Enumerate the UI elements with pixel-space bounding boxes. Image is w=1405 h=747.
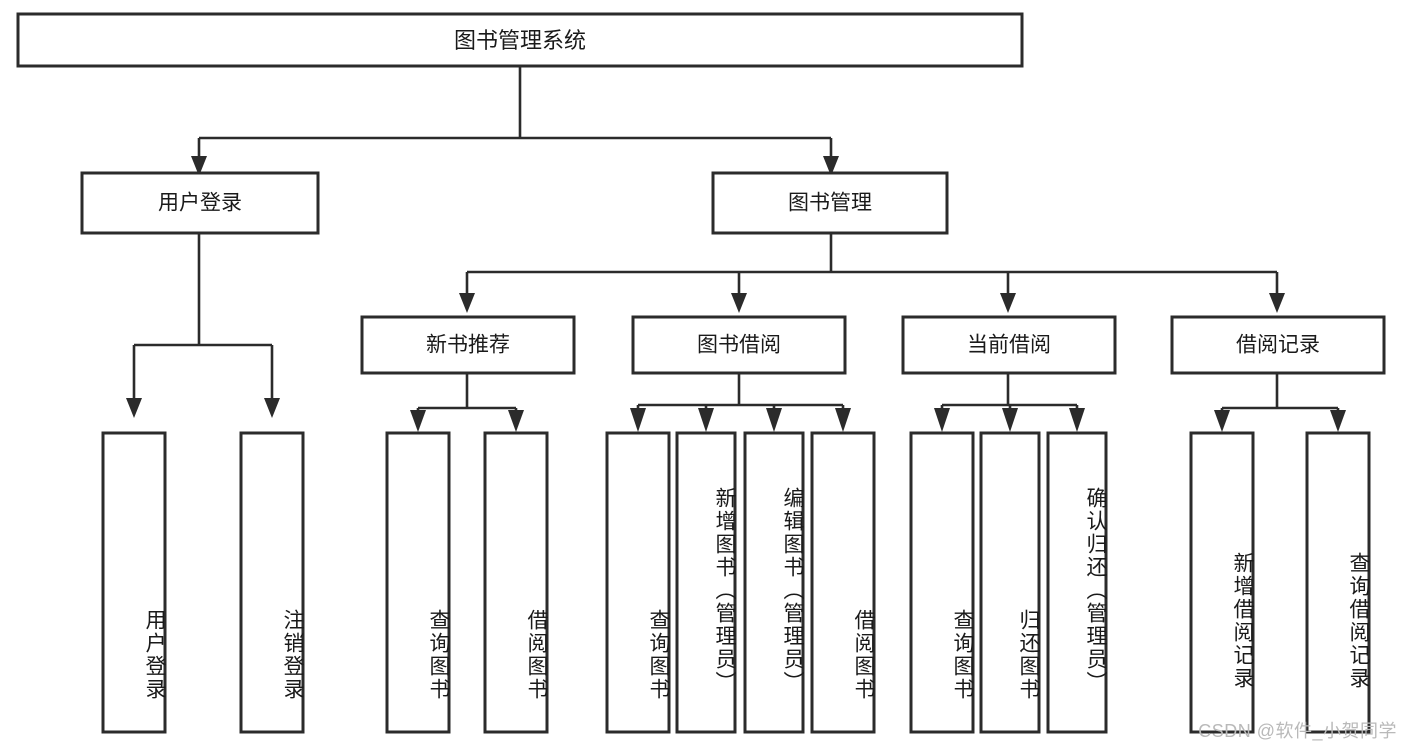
node-root[interactable]: 图书管理系统 bbox=[16, 12, 1024, 68]
arrow-root-to-user-login bbox=[191, 156, 207, 176]
leaf-return-book-rect[interactable] bbox=[979, 431, 1041, 734]
arrow-nbr-l1 bbox=[410, 410, 426, 432]
arrow-bm-c1 bbox=[459, 293, 475, 313]
leaf-query-book-3-rect[interactable] bbox=[909, 431, 975, 734]
arrow-bb-l1 bbox=[630, 408, 646, 432]
node-borrow-record-rect[interactable] bbox=[1170, 315, 1386, 375]
leaf-query-record-rect[interactable] bbox=[1305, 431, 1371, 734]
arrow-cb-l3 bbox=[1069, 408, 1085, 432]
leaf-query-book-1-rect[interactable] bbox=[385, 431, 451, 734]
node-borrow-record-label: 借阅记录 bbox=[1236, 334, 1320, 357]
leaf-add-book-rect[interactable] bbox=[675, 431, 737, 734]
connector-group-root bbox=[191, 66, 839, 176]
connector-group-current-borrow bbox=[934, 373, 1085, 432]
node-user-login-label: 用户登录 bbox=[158, 192, 242, 215]
connector-group-new-book-rec bbox=[410, 373, 524, 432]
node-book-manage-rect[interactable] bbox=[711, 171, 949, 235]
leaf-logout-login-rect[interactable] bbox=[239, 431, 305, 734]
arrow-bm-c3 bbox=[1000, 293, 1016, 313]
leaf-user-login-rect[interactable] bbox=[101, 431, 167, 734]
connector-group-book-borrow bbox=[630, 373, 851, 432]
leaf-add-record-rect[interactable] bbox=[1189, 431, 1255, 734]
connector-group-borrow-record bbox=[1214, 373, 1346, 432]
node-new-book-rec-rect[interactable] bbox=[360, 315, 576, 375]
node-book-manage-label: 图书管理 bbox=[788, 192, 872, 215]
node-current-borrow-rect[interactable] bbox=[901, 315, 1117, 375]
node-borrow-record[interactable]: 借阅记录 bbox=[1170, 315, 1386, 375]
arrow-cb-l2 bbox=[1002, 408, 1018, 432]
connector-group-book-manage bbox=[459, 233, 1285, 313]
node-book-borrow[interactable]: 图书借阅 bbox=[631, 315, 847, 375]
node-current-borrow-label: 当前借阅 bbox=[967, 334, 1051, 357]
arrow-bm-c4 bbox=[1269, 293, 1285, 313]
arrow-ul-leaf2 bbox=[264, 398, 280, 418]
node-new-book-rec-label: 新书推荐 bbox=[426, 334, 510, 357]
leaf-query-book-2-rect[interactable] bbox=[605, 431, 671, 734]
arrow-br-l1 bbox=[1214, 410, 1230, 432]
arrow-bb-l3 bbox=[766, 408, 782, 432]
arrow-bb-l4 bbox=[835, 408, 851, 432]
node-book-borrow-label: 图书借阅 bbox=[697, 334, 781, 357]
leaf-confirm-return-rect[interactable] bbox=[1046, 431, 1108, 734]
arrow-br-l2 bbox=[1330, 410, 1346, 432]
node-root-rect[interactable] bbox=[16, 12, 1024, 68]
csdn-watermark: CSDN @软件_小贺同学 bbox=[1198, 721, 1397, 741]
arrow-bb-l2 bbox=[698, 408, 714, 432]
arrow-ul-leaf1 bbox=[126, 398, 142, 418]
connector-group-user-login bbox=[126, 233, 280, 418]
node-root-label: 图书管理系统 bbox=[454, 28, 586, 53]
node-user-login-rect[interactable] bbox=[80, 171, 320, 235]
arrow-nbr-l2 bbox=[508, 410, 524, 432]
arrow-cb-l1 bbox=[934, 408, 950, 432]
node-current-borrow[interactable]: 当前借阅 bbox=[901, 315, 1117, 375]
leaf-edit-book-rect[interactable] bbox=[743, 431, 805, 734]
leaf-borrow-book-1-rect[interactable] bbox=[483, 431, 549, 734]
node-new-book-rec[interactable]: 新书推荐 bbox=[360, 315, 576, 375]
node-book-manage[interactable]: 图书管理 bbox=[711, 171, 949, 235]
leaf-borrow-book-2-rect[interactable] bbox=[810, 431, 876, 734]
arrow-root-to-book-manage bbox=[823, 156, 839, 176]
node-book-borrow-rect[interactable] bbox=[631, 315, 847, 375]
arrow-bm-c2 bbox=[731, 293, 747, 313]
node-user-login[interactable]: 用户登录 bbox=[80, 171, 320, 235]
